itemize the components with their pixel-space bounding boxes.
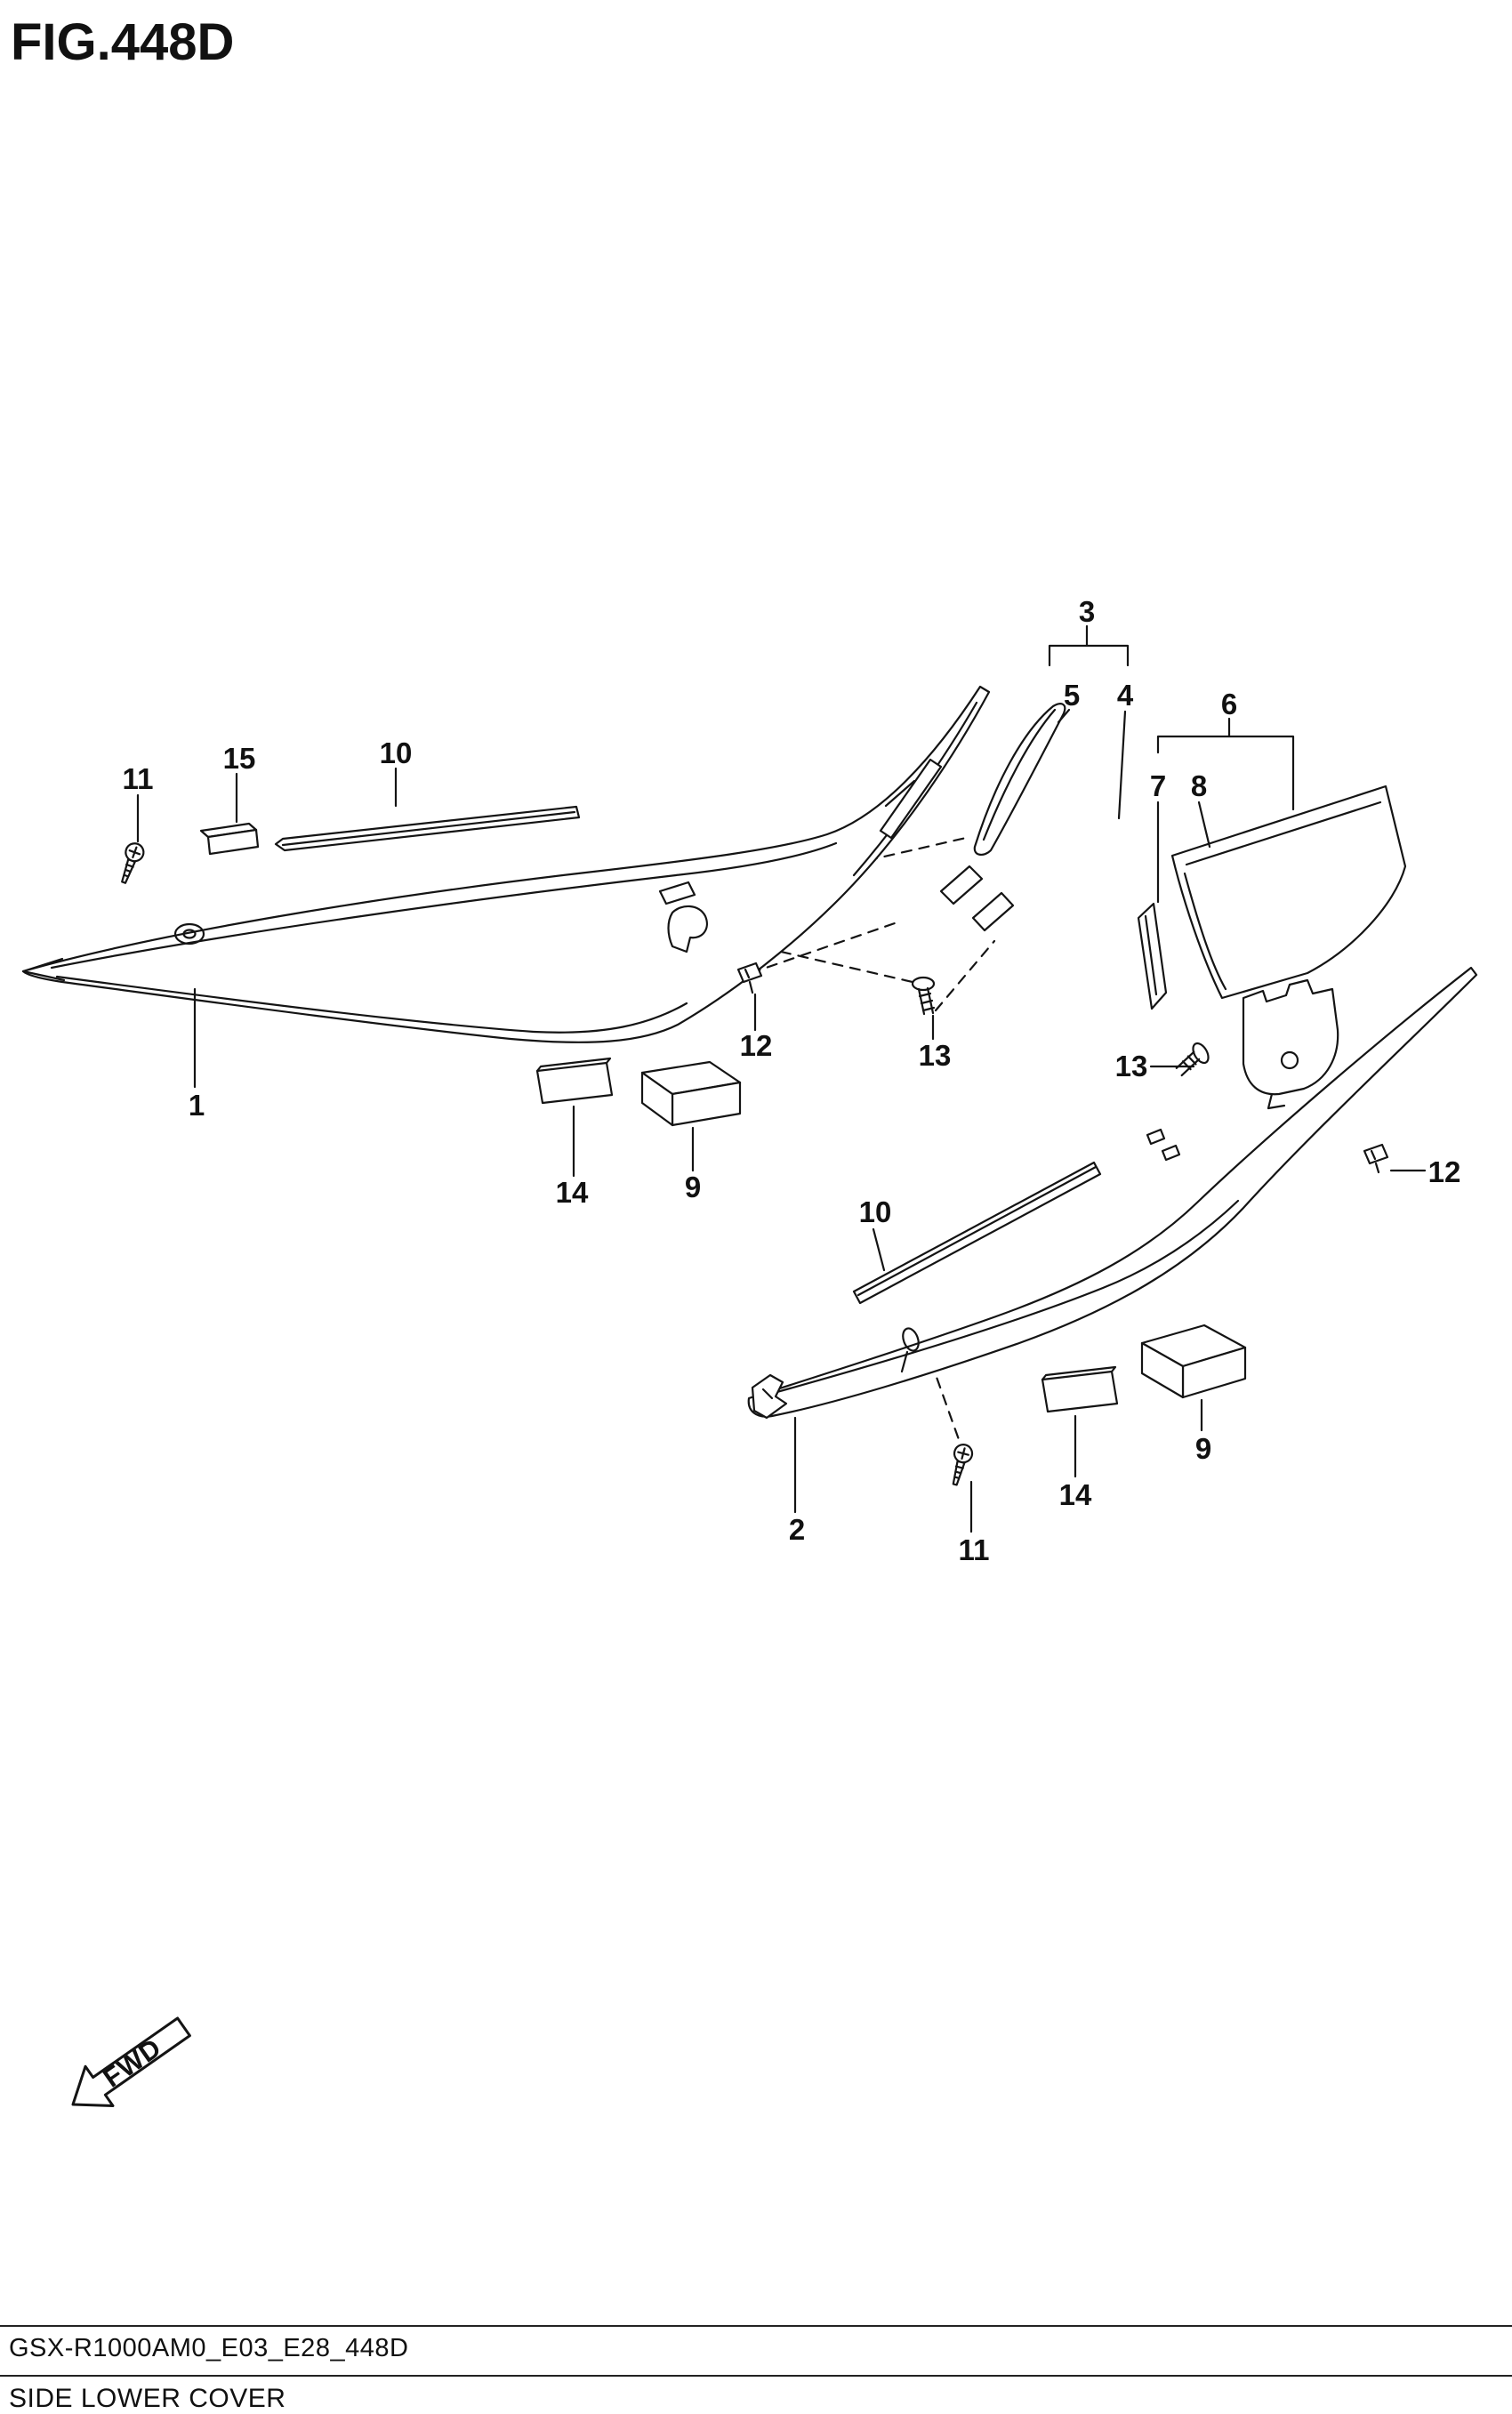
fwd-arrow: FWD <box>71 2016 191 2107</box>
part-label-12-right: 12 <box>1428 1155 1461 1188</box>
part-14-cushion-left <box>535 1057 614 1105</box>
part-12-clip-left <box>736 962 763 994</box>
part-label-10-bottom: 10 <box>858 1195 892 1228</box>
part-10-trim-strip-bottom <box>852 1161 1102 1305</box>
figure-title: FIG.448D <box>11 13 235 71</box>
footer-divider-top <box>0 2325 1512 2327</box>
part-10-trim-strip-top <box>274 805 581 852</box>
part-1-side-cover-left <box>21 685 991 1043</box>
part-label-11-bottom: 11 <box>958 1533 990 1566</box>
part-15-pad <box>199 822 260 856</box>
part-label-8: 8 <box>1190 769 1208 802</box>
part-label-12-left: 12 <box>739 1029 773 1062</box>
part-label-14-left: 14 <box>555 1176 589 1209</box>
part-7-strip <box>1137 902 1168 1010</box>
part-12-clip-right <box>1363 1143 1389 1174</box>
part-label-14-right: 14 <box>1058 1478 1092 1511</box>
part-5-cover-piece <box>973 703 1066 856</box>
part-8-cover-panel <box>1170 785 1407 1000</box>
part-9-box-left <box>640 1060 742 1127</box>
part-label-4: 4 <box>1116 679 1134 712</box>
part-label-6: 6 <box>1220 688 1238 720</box>
part-label-7: 7 <box>1149 769 1167 802</box>
part-2-side-cover-right <box>747 966 1478 1420</box>
part-label-11-top: 11 <box>122 762 154 795</box>
leader-lines <box>136 624 1427 1533</box>
part-label-15: 15 <box>222 742 256 775</box>
footer-catalog-code: GSX-R1000AM0_E03_E28_448D <box>9 2334 409 2362</box>
part-13-bolt-left <box>911 976 936 1016</box>
part-label-13-left: 13 <box>918 1039 952 1072</box>
part-13-bolt-right <box>1175 1042 1210 1077</box>
part-11-screw-bottom <box>952 1444 974 1486</box>
footer-figure-caption: SIDE LOWER COVER <box>9 2384 286 2413</box>
part-label-10-top: 10 <box>379 736 413 769</box>
part-label-5: 5 <box>1063 679 1081 712</box>
part-label-2: 2 <box>788 1513 806 1546</box>
part-label-9-left: 9 <box>684 1171 702 1203</box>
part-label-13-right: 13 <box>1114 1050 1148 1082</box>
part-label-1: 1 <box>188 1089 205 1122</box>
part-4-bracket-fins <box>939 865 1015 932</box>
part-label-3: 3 <box>1078 595 1096 628</box>
footer-divider-bottom <box>0 2375 1512 2377</box>
part-14-cushion-right <box>1041 1365 1119 1413</box>
part-label-9-right: 9 <box>1194 1432 1212 1465</box>
part-11-screw-top <box>121 842 145 884</box>
part-9-box-right <box>1140 1324 1247 1399</box>
part-6-bracket-assembly <box>1242 978 1339 1110</box>
